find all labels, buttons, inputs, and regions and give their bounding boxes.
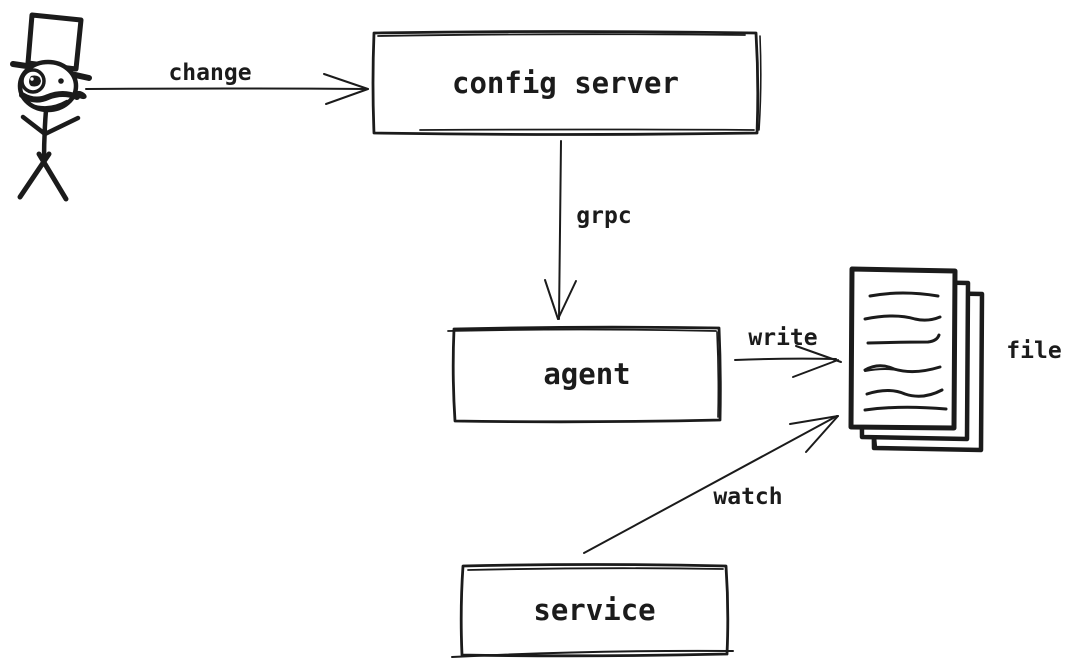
service-box bbox=[451, 563, 734, 658]
edge-write-arrow bbox=[734, 345, 842, 378]
agent-box bbox=[447, 325, 722, 424]
edge-grpc-arrow bbox=[544, 140, 577, 320]
edge-change-arrow bbox=[85, 73, 369, 105]
edge-watch-arrow bbox=[583, 415, 839, 554]
monocle-icon bbox=[20, 68, 46, 94]
file-icon bbox=[848, 266, 985, 453]
config-server-box bbox=[371, 30, 762, 136]
actor-icon bbox=[10, 12, 92, 202]
